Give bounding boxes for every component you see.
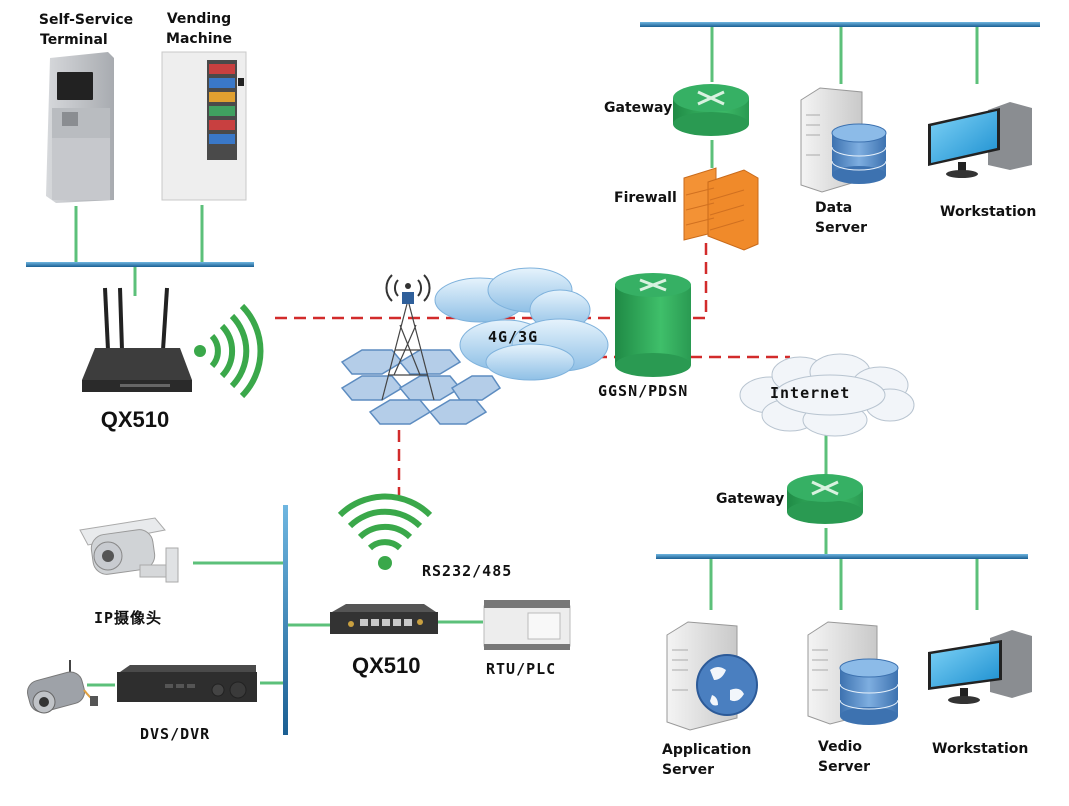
wifi-signal-bottom-icon — [337, 493, 433, 570]
label-application-server: Application Server — [662, 740, 751, 780]
link-qx510-ggsn-firewall — [275, 240, 708, 320]
label-rtu-plc: RTU/PLC — [486, 660, 557, 678]
router-antenna-icon[interactable] — [82, 287, 192, 392]
label-line: Server — [815, 220, 868, 236]
dvr-icon[interactable] — [117, 665, 257, 702]
workstation-bottom-icon[interactable] — [928, 630, 1032, 704]
label-self-service-terminal: Self-Service Terminal — [36, 10, 136, 50]
firewall-icon[interactable] — [683, 167, 759, 251]
label-line: Vending — [166, 11, 232, 27]
server-database-icon[interactable] — [800, 87, 887, 193]
label-ip-camera: IP摄像头 — [94, 609, 163, 627]
label-line: Terminal — [40, 32, 108, 48]
server-globe-icon[interactable] — [666, 621, 758, 731]
label-line: Application — [662, 742, 752, 758]
label-line: Vedio — [818, 739, 863, 755]
label-line: Server — [662, 762, 715, 778]
label-dvs-dvr: DVS/DVR — [140, 725, 211, 743]
industrial-router-icon[interactable] — [330, 604, 438, 634]
atm-terminal-icon[interactable] — [46, 52, 114, 203]
label-data-server: Data Server — [815, 198, 867, 238]
label-qx510-bottom: QX510 — [352, 653, 421, 678]
label-gateway-top: Gateway — [604, 100, 673, 116]
lan-bus-top-right — [640, 22, 1040, 27]
label-line: Server — [818, 759, 871, 775]
label-line: Data — [815, 200, 853, 216]
gateway-bottom-icon[interactable] — [787, 474, 863, 524]
router-cylinder-icon[interactable] — [615, 273, 691, 377]
lan-links — [74, 27, 979, 687]
label-qx510-top: QX510 — [100, 407, 170, 432]
ip-camera-icon[interactable] — [79, 517, 179, 583]
vending-machine-icon[interactable] — [161, 51, 247, 201]
label-line: Machine — [166, 31, 232, 47]
gateway-top-icon[interactable] — [673, 84, 749, 136]
label-mobile-cloud: 4G/3G — [488, 328, 539, 346]
label-internet: Internet — [770, 384, 851, 402]
video-server-icon[interactable] — [807, 621, 899, 725]
lan-bus-bottom-right — [656, 554, 1028, 559]
wifi-signal-icon — [194, 303, 264, 399]
label-gateway-bottom: Gateway — [716, 491, 785, 507]
label-workstation-bottom: Workstation — [932, 741, 1029, 757]
cell-tower-icon[interactable] — [340, 274, 502, 425]
label-serial-link: RS232/485 — [422, 562, 513, 580]
wireless-camera-icon[interactable] — [25, 660, 98, 715]
internet-cloud-icon — [739, 353, 915, 437]
lan-bus-top-left — [26, 262, 254, 267]
label-vending-machine: Vending Machine — [158, 9, 240, 49]
label-ggsn: GGSN/PDSN — [598, 382, 689, 400]
label-workstation-top: Workstation — [940, 204, 1037, 220]
label-firewall: Firewall — [614, 190, 677, 206]
label-video-server: Vedio Server — [818, 737, 870, 777]
workstation-top-icon[interactable] — [928, 102, 1032, 178]
plc-icon[interactable] — [483, 600, 571, 650]
mobile-cloud-icon — [434, 267, 609, 381]
lan-bus-vertical-left — [283, 505, 288, 735]
label-line: Self-Service — [38, 12, 134, 28]
